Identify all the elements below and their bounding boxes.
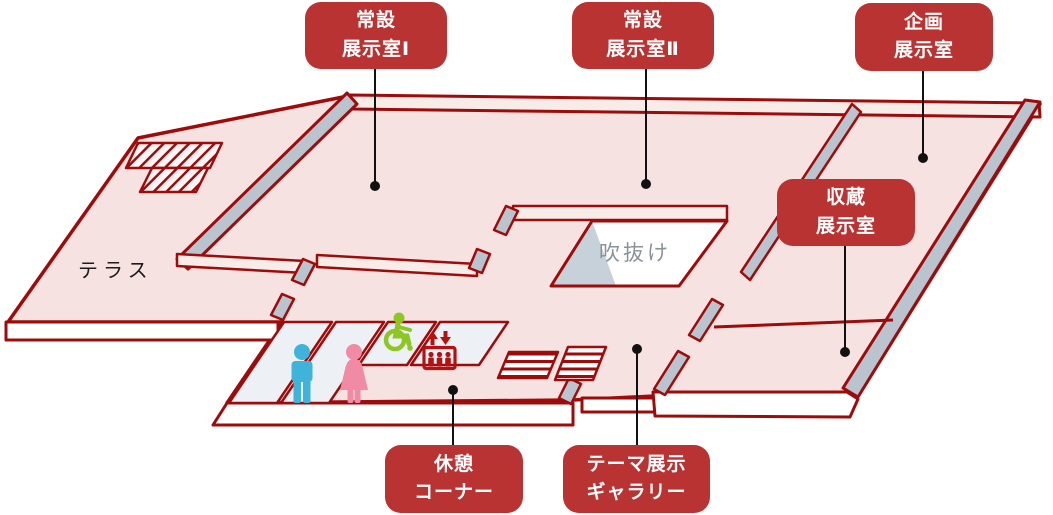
collection-room-boundary [713, 318, 894, 329]
right-wing-front-face [651, 390, 860, 419]
room-label-line: 休憩 [433, 453, 474, 475]
gallery-front-face [580, 396, 657, 414]
room-label-line: 収蔵 [825, 187, 866, 208]
atrium-shadow [551, 221, 616, 286]
room-label-permanent-exhibition-1[interactable]: 常設 展示室Ⅰ [305, 2, 447, 69]
restroom-cell-accessible [357, 320, 438, 367]
leader-lines [374, 68, 924, 447]
room-label-line: 展示室 [893, 40, 954, 61]
elevator-cell [409, 320, 510, 367]
dot-collection [840, 347, 850, 357]
restroom-wing-front-face [211, 401, 575, 427]
atrium-label: 吹抜け [599, 242, 671, 265]
dot-rest [448, 385, 458, 395]
room-label-line: 展示室Ⅰ [341, 38, 411, 60]
dot-theme [632, 344, 642, 354]
room-label-line: 常設 [622, 10, 663, 31]
leader-dots [370, 153, 928, 395]
dot-permanent2 [641, 179, 651, 189]
right-wall [841, 98, 1042, 399]
corridor-wall-left-endcap [290, 257, 317, 287]
elevator-icon [422, 331, 457, 371]
room-label-line: 常設 [355, 10, 396, 31]
room-label-rest-corner[interactable]: 休憩 コーナー [385, 445, 523, 513]
room-label-special-exhibition[interactable]: 企画 展示室 [855, 3, 993, 71]
corridor-wall-right-endcap [467, 247, 492, 275]
room-label-theme-gallery[interactable]: テーマ展示 ギャラリー [563, 445, 710, 513]
terrace-stairs-lower [138, 166, 210, 194]
terrace-label: テラス [78, 260, 153, 282]
room-label-line: テーマ展示 [586, 453, 687, 475]
terrace-divider-wall [175, 91, 359, 271]
east-wall-stub-lower [652, 349, 691, 397]
wheelchair-accessible-icon [383, 312, 413, 352]
wing-back-wall-endcap [269, 292, 296, 322]
female-restroom-icon [340, 344, 368, 403]
room-label-permanent-exhibition-2[interactable]: 常設 展示室Ⅱ [572, 2, 714, 69]
room-label-line: 企画 [903, 11, 944, 33]
east-wall-stub-upper [687, 297, 725, 343]
corridor-wall-right [315, 253, 479, 278]
atrium-outline [549, 219, 729, 288]
room-label-line: 展示室Ⅱ [606, 38, 680, 60]
terrace-front-face [4, 320, 280, 342]
atrium-back-wall [511, 204, 729, 222]
terrace-stairs-upper [124, 141, 224, 170]
room-label-line: ギャラリー [586, 482, 687, 503]
gallery-stairs-left [496, 350, 560, 380]
dot-permanent1 [370, 181, 380, 191]
room-label-collection-exhibition[interactable]: 収蔵 展示室 [777, 179, 915, 246]
dot-special [918, 153, 928, 163]
stairs-side-endcap [557, 376, 583, 406]
atrium-back-wall-endcap [492, 204, 520, 237]
male-restroom-icon [291, 344, 313, 403]
room-label-line: 展示室 [815, 215, 876, 237]
room-label-line: コーナー [413, 482, 494, 503]
gallery-stairs-right [553, 345, 608, 382]
restroom-cell-male [227, 320, 334, 405]
